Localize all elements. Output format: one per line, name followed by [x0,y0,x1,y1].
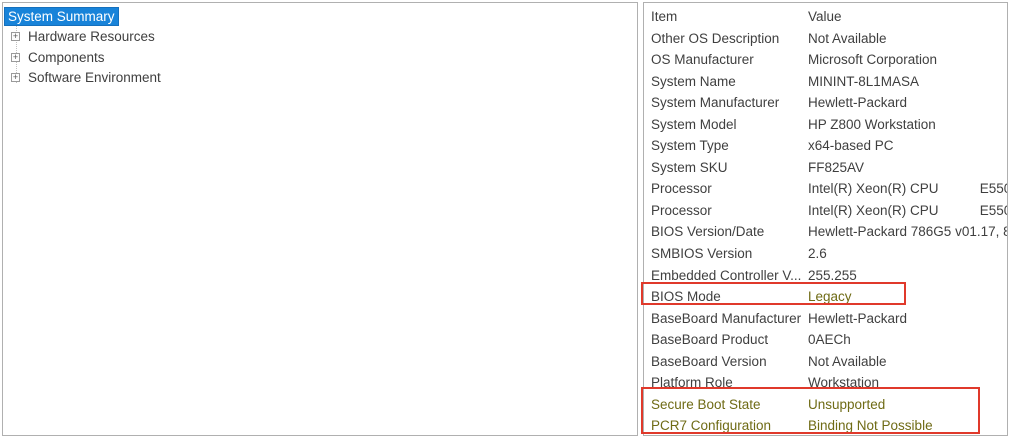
detail-row-system-name[interactable]: System Name MININT-8L1MASA [644,71,1007,93]
detail-item-label: PCR7 Configuration [651,418,772,434]
detail-row-platform-role[interactable]: Platform Role Workstation [644,372,1007,394]
detail-item-value: FF825AV [808,159,865,175]
detail-item-value: Legacy [808,289,852,305]
detail-item-label: System Model [651,116,737,132]
detail-item-label: BaseBoard Manufacturer [651,310,802,326]
detail-item-label: System Name [651,73,736,89]
detail-item-label: Processor [651,181,712,197]
detail-item-value: Binding Not Possible [808,418,933,434]
detail-item-value: x64-based PC [808,138,894,154]
detail-row-system-manufacturer[interactable]: System Manufacturer Hewlett-Packard [644,92,1007,114]
detail-item-label: BaseBoard Product [651,332,769,348]
detail-row-system-sku[interactable]: System SKU FF825AV [644,157,1007,179]
detail-item-value: Intel(R) Xeon(R) CPU E5506 [808,202,1007,218]
detail-row-smbios-version[interactable]: SMBIOS Version 2.6 [644,243,1007,265]
category-tree: System Summary + Hardware Resources + Compon… [3,6,637,88]
detail-row-system-type[interactable]: System Type x64-based PC [644,135,1007,157]
detail-row-baseboard-version[interactable]: BaseBoard Version Not Available [644,351,1007,373]
detail-item-label: Processor [651,202,712,218]
tree-item-label: System Summary [4,6,119,26]
detail-item-value: Not Available [808,30,887,46]
details-column-header-row: Item Value [644,6,1007,28]
category-tree-pane: System Summary + Hardware Resources + Compon… [2,2,638,436]
detail-item-value: HP Z800 Workstation [808,116,936,132]
detail-row-processor[interactable]: Processor Intel(R) Xeon(R) CPU E5506 [644,200,1007,222]
detail-item-value: Unsupported [808,396,886,412]
detail-item-value: Hewlett-Packard [808,310,908,326]
column-header-item[interactable]: Item [651,9,678,24]
detail-item-value: 255.255 [808,267,857,283]
tree-item-label: Hardware Resources [28,29,155,45]
detail-item-label: System SKU [651,159,728,175]
detail-row-secure-boot-state[interactable]: Secure Boot State Unsupported [644,394,1007,416]
detail-item-value: Workstation [808,375,880,391]
tree-item-components[interactable]: + Components [3,47,637,68]
column-header-value[interactable]: Value [808,9,842,24]
detail-row-baseboard-manufacturer[interactable]: BaseBoard Manufacturer Hewlett-Packard [644,308,1007,330]
expand-plus-icon[interactable]: + [11,31,20,42]
tree-item-label: Components [28,49,105,65]
detail-item-label: BIOS Version/Date [651,224,765,240]
detail-item-value: Intel(R) Xeon(R) CPU E5506 [808,181,1007,197]
detail-item-value: Hewlett-Packard 786G5 v01.17, 8/ [808,224,1007,240]
detail-row-os-manufacturer[interactable]: OS Manufacturer Microsoft Corporation [644,49,1007,71]
tree-item-software-environment[interactable]: + Software Environment [3,68,637,89]
expand-plus-icon[interactable]: + [11,72,20,83]
expand-plus-icon[interactable]: + [11,51,20,62]
tree-item-hardware-resources[interactable]: + Hardware Resources [3,27,637,48]
detail-item-value: Hewlett-Packard [808,95,908,111]
detail-item-label: BIOS Mode [651,289,721,305]
detail-item-value: 2.6 [808,246,827,262]
detail-row-bios-version-date[interactable]: BIOS Version/Date Hewlett-Packard 786G5 v… [644,221,1007,243]
detail-item-label: SMBIOS Version [651,246,753,262]
detail-row-pcr7-configuration[interactable]: PCR7 Configuration Binding Not Possible [644,415,1007,435]
detail-item-value: Not Available [808,353,887,369]
detail-item-label: Other OS Description [651,30,780,46]
detail-item-label: System Manufacturer [651,95,780,111]
detail-item-label: Platform Role [651,375,733,391]
detail-row-system-model[interactable]: System Model HP Z800 Workstation [644,114,1007,136]
tree-item-system-summary[interactable]: System Summary [3,6,637,27]
detail-item-label: Secure Boot State [651,396,761,412]
detail-row-other-os-description[interactable]: Other OS Description Not Available [644,28,1007,50]
detail-row-processor[interactable]: Processor Intel(R) Xeon(R) CPU E5506 [644,178,1007,200]
detail-item-value: MININT-8L1MASA [808,73,920,89]
detail-row-embedded-controller-v[interactable]: Embedded Controller V... 255.255 [644,265,1007,287]
tree-item-label: Software Environment [28,70,161,86]
detail-item-label: System Type [651,138,729,154]
detail-item-label: OS Manufacturer [651,52,754,68]
detail-item-label: Embedded Controller V... [651,267,802,283]
detail-item-label: BaseBoard Version [651,353,767,369]
detail-item-value: Microsoft Corporation [808,52,938,68]
detail-row-bios-mode[interactable]: BIOS Mode Legacy [644,286,1007,308]
detail-item-value: 0AECh [808,332,851,348]
detail-row-baseboard-product[interactable]: BaseBoard Product 0AECh [644,329,1007,351]
